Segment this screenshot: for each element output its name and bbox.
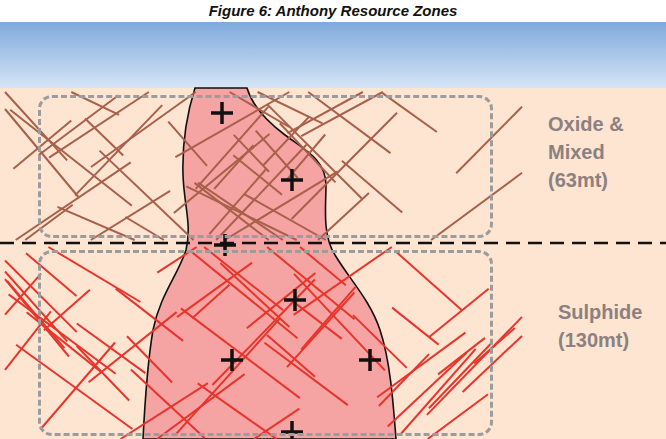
fracture-line <box>379 354 429 406</box>
fracture-line <box>456 107 522 174</box>
fracture-line <box>131 370 205 439</box>
fracture-line <box>176 318 280 434</box>
fracture-line <box>401 349 476 434</box>
fracture-line <box>292 113 397 219</box>
fracture-line <box>16 345 132 429</box>
fracture-line <box>247 273 316 328</box>
oxide-sulphide-boundary <box>0 242 666 245</box>
fracture-line <box>377 333 465 398</box>
fracture-line <box>392 308 439 345</box>
fracture-line <box>39 95 119 155</box>
fracture-line <box>44 290 90 331</box>
fracture-line <box>49 92 149 158</box>
fracture-line <box>382 92 437 132</box>
fracture-line <box>301 92 383 136</box>
fracture-line <box>77 346 129 401</box>
fracture-line <box>429 344 491 408</box>
fracture-line <box>287 293 354 368</box>
zone-label: Sulphide (130mt) <box>558 298 662 354</box>
fracture-line <box>245 194 326 240</box>
fracture-line <box>265 343 348 405</box>
fracture-line <box>294 274 385 371</box>
fracture-line <box>127 336 172 382</box>
fracture-line <box>9 294 116 373</box>
fracture-line <box>342 161 402 213</box>
fracture-line <box>168 122 207 166</box>
fracture-line <box>195 183 269 240</box>
oxide-fracture-hatching <box>5 92 522 240</box>
fracture-line <box>192 252 297 338</box>
zone-label: Oxide & Mixed (63mt) <box>548 110 643 194</box>
fracture-line <box>25 205 72 240</box>
fracture-line <box>204 247 283 310</box>
fracture-line <box>13 121 71 169</box>
fracture-line <box>396 252 462 310</box>
figure-title: Figure 6: Anthony Resource Zones <box>0 2 666 19</box>
resource-zone-box: Sulphide (130mt) <box>38 250 493 436</box>
fracture-line <box>5 109 78 197</box>
fracture-line <box>388 353 467 427</box>
ground <box>0 88 666 439</box>
sky-band <box>0 22 666 88</box>
resource-zone-box: Oxide & Mixed (63mt) <box>38 95 493 238</box>
fracture-line <box>318 193 369 240</box>
fracture-line <box>91 191 170 240</box>
fracture-line <box>301 287 355 350</box>
fracture-line <box>85 119 123 156</box>
fracture-line <box>196 107 269 189</box>
fracture-line <box>216 145 306 240</box>
fracture-line <box>40 343 115 430</box>
fracture-line <box>288 92 363 133</box>
fracture-line <box>429 289 489 338</box>
fracture-line <box>26 253 77 296</box>
fracture-line <box>10 110 132 206</box>
intrusion-crosses <box>211 102 381 439</box>
intrusion-body <box>143 88 396 439</box>
fracture-line <box>192 285 229 318</box>
fracture-line <box>220 263 289 327</box>
sulphide-fracture-hatching <box>5 247 522 439</box>
fracture-line <box>175 92 289 157</box>
fracture-line <box>100 151 194 240</box>
fracture-line <box>75 105 162 195</box>
fracture-line <box>431 173 522 240</box>
fracture-line <box>48 247 140 302</box>
fracture-line <box>427 317 522 415</box>
fracture-line <box>16 162 131 240</box>
fracture-line <box>91 92 196 167</box>
